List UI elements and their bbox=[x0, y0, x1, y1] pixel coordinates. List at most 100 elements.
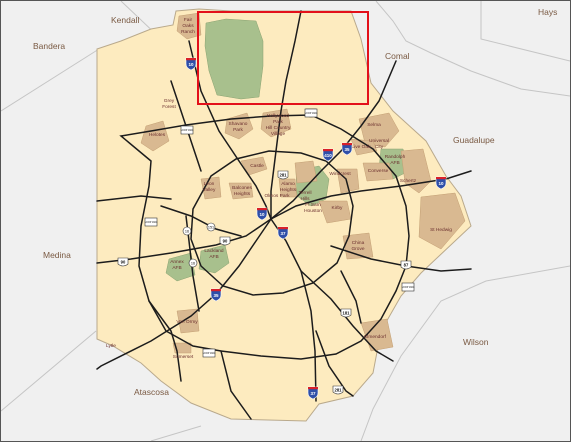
place-label: Hills bbox=[300, 196, 310, 202]
shield-number: 35 bbox=[213, 293, 219, 298]
county-label-guadalupe: Guadalupe bbox=[453, 135, 495, 145]
place-labels: Fair Oaks Ranch Grey Forest Helotes Shav… bbox=[106, 17, 452, 360]
route-shield-lp1604-west: LOOP 1604 bbox=[144, 217, 158, 227]
parks bbox=[165, 18, 410, 282]
place-label: Park bbox=[273, 119, 283, 125]
shield-number: LOOP 1604 bbox=[181, 129, 194, 132]
route-shield-lp1604-south: LOOP 1604 bbox=[202, 348, 216, 358]
shield-number: 90 bbox=[121, 260, 126, 265]
shield-number: 181 bbox=[343, 311, 351, 316]
place-label: Hollywood bbox=[267, 113, 289, 119]
place-label: China bbox=[352, 240, 365, 246]
place-label: Windcrest bbox=[329, 171, 351, 177]
shield-number: 10 bbox=[438, 181, 444, 186]
shield-number: LOOP 1604 bbox=[145, 221, 158, 224]
place-label: Valley bbox=[203, 187, 216, 193]
interstate-shield-i10-central: 10 bbox=[256, 207, 268, 221]
interstate-shields: 10 10 10 35 35 37 37 410 bbox=[185, 57, 447, 400]
route-shield-us281-south: 281 bbox=[332, 385, 344, 395]
county-label-wilson: Wilson bbox=[463, 337, 489, 347]
place-label: Universal bbox=[369, 138, 389, 144]
shield-number: 410 bbox=[324, 153, 332, 158]
place-label: Lytle bbox=[106, 343, 116, 349]
interstate-shield-i35-north: 35 bbox=[341, 142, 353, 156]
shield-number: 87 bbox=[404, 263, 409, 268]
place-label: Selma bbox=[367, 122, 381, 128]
shield-number: 281 bbox=[280, 173, 288, 178]
shield-number: 90 bbox=[223, 239, 228, 244]
interstate-shield-i37-central: 37 bbox=[277, 226, 289, 240]
shield-number: 151 bbox=[208, 226, 214, 230]
shield-number: 10 bbox=[188, 62, 194, 67]
shield-number: 16 bbox=[185, 230, 189, 234]
place-label: Hill Country bbox=[266, 125, 291, 131]
county-label-medina: Medina bbox=[43, 250, 71, 260]
county-label-kendall: Kendall bbox=[111, 15, 139, 25]
place-label: Helotes bbox=[149, 132, 166, 138]
shield-number: LOOP 1604 bbox=[305, 112, 318, 115]
roads bbox=[96, 10, 472, 420]
place-label: Park bbox=[233, 127, 243, 133]
shield-number: 37 bbox=[280, 231, 286, 236]
place-label: AFB bbox=[390, 160, 399, 166]
place-label: Shavano bbox=[229, 121, 248, 127]
place-label: Somerset bbox=[173, 354, 194, 360]
shield-number: 16 bbox=[191, 262, 195, 266]
route-shield-sh16-b: 16 bbox=[188, 258, 198, 268]
shield-number: LOOP 1604 bbox=[402, 286, 415, 289]
place-label: Converse bbox=[368, 168, 389, 174]
place-label: Village bbox=[271, 131, 286, 137]
county-labels: Kendall Hays Bandera Comal Guadalupe Med… bbox=[33, 7, 557, 397]
place-label: Elmendorf bbox=[364, 334, 387, 340]
place-label: Terrell bbox=[298, 190, 311, 196]
place-label: Leon bbox=[204, 181, 215, 187]
route-shield-sh151: 151 bbox=[206, 222, 216, 232]
place-label: Grey bbox=[164, 98, 175, 104]
shield-number: 10 bbox=[259, 212, 265, 217]
place-label: Ft Sam bbox=[305, 202, 320, 208]
shield-number: 37 bbox=[310, 391, 316, 396]
place-label: Forest bbox=[162, 104, 176, 110]
place-label: Castle bbox=[250, 163, 264, 169]
place-label: Schertz bbox=[400, 178, 417, 184]
place-label: Heights bbox=[280, 187, 297, 193]
route-shield-lp1604-north: LOOP 1604 bbox=[304, 108, 318, 118]
shield-number: 35 bbox=[344, 147, 350, 152]
highlight-box[interactable] bbox=[197, 11, 369, 105]
interstate-shield-i37-south: 37 bbox=[307, 386, 319, 400]
place-label: Heights bbox=[234, 191, 251, 197]
place-label: St Hedwig bbox=[430, 227, 452, 233]
place-label: Live Oak bbox=[352, 144, 372, 150]
place-label: Lackland bbox=[204, 248, 224, 254]
interstate-shield-i10-north: 10 bbox=[185, 57, 197, 71]
place-label: Ranch bbox=[181, 29, 195, 35]
place-label: Randolph bbox=[385, 154, 406, 160]
place-label: Kirby bbox=[332, 205, 344, 211]
shield-number: 281 bbox=[335, 388, 343, 393]
route-shield-us90-west: 90 bbox=[117, 257, 129, 267]
interstate-shield-i10-east: 10 bbox=[435, 176, 447, 190]
route-shield-us90-central: 90 bbox=[219, 236, 231, 246]
place-label: Oaks bbox=[182, 23, 194, 29]
interstate-shield-i35-south: 35 bbox=[210, 288, 222, 302]
place-label: Balcones bbox=[232, 185, 252, 191]
place-label: Houston bbox=[304, 208, 322, 214]
route-shield-us181-south: 181 bbox=[340, 308, 352, 318]
place-label: Von Ormy bbox=[176, 319, 198, 325]
place-label: AFB bbox=[172, 265, 181, 271]
place-label: Fair bbox=[184, 17, 193, 23]
place-label: Olmos Park bbox=[264, 193, 290, 199]
shield-number: LOOP 1604 bbox=[203, 352, 216, 355]
route-shield-sh16-a: 16 bbox=[182, 226, 192, 236]
place-label: AFB bbox=[209, 254, 218, 260]
county-label-atascosa: Atascosa bbox=[134, 387, 169, 397]
place-label: Alamo bbox=[281, 181, 295, 187]
route-shield-lp1604-east: LOOP 1604 bbox=[401, 282, 415, 292]
route-shield-us281-central: 281 bbox=[277, 170, 289, 180]
route-shield-us87-east: 87 bbox=[400, 260, 412, 270]
place-label: City bbox=[375, 144, 384, 150]
